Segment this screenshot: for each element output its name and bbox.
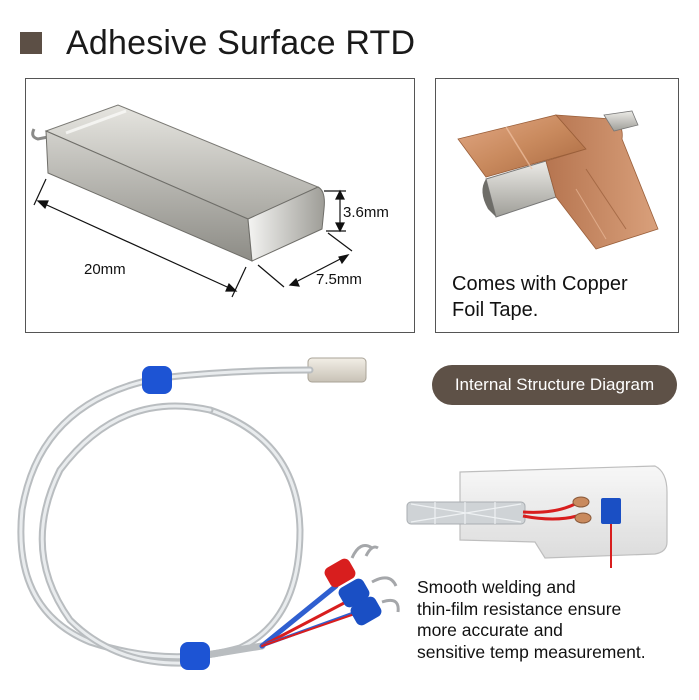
structure-caption-line1: Smooth welding and <box>417 577 576 597</box>
rtd-cable-image <box>17 357 400 670</box>
copper-foil-image <box>457 110 659 250</box>
foil-caption-line1: Comes with Copper <box>452 273 628 295</box>
foil-caption-line2: Foil Tape. <box>452 299 539 321</box>
internal-structure-image <box>406 465 668 568</box>
page-title: Adhesive Surface RTD <box>66 23 416 62</box>
structure-caption-line4: sensitive temp measurement. <box>417 641 646 662</box>
structure-caption-line2: thin-film resistance ensure <box>417 598 622 619</box>
copper-foil-panel: Comes with Copper Foil Tape. <box>435 78 679 333</box>
length-label: 20mm <box>84 261 126 278</box>
title-square-icon <box>20 32 42 54</box>
structure-caption: Smooth welding and thin-film resistance … <box>417 577 699 663</box>
title-row: Adhesive Surface RTD <box>20 18 415 68</box>
structure-badge: Internal Structure Diagram <box>432 365 677 405</box>
height-label: 3.6mm <box>343 204 389 221</box>
dimension-panel: 20mm 3.6mm 7.5mm <box>25 78 415 333</box>
width-label: 7.5mm <box>316 271 362 288</box>
structure-caption-line3: more accurate and <box>417 620 563 640</box>
foil-caption: Comes with Copper Foil Tape. <box>452 271 672 323</box>
rtd-sensor-image <box>31 104 353 298</box>
